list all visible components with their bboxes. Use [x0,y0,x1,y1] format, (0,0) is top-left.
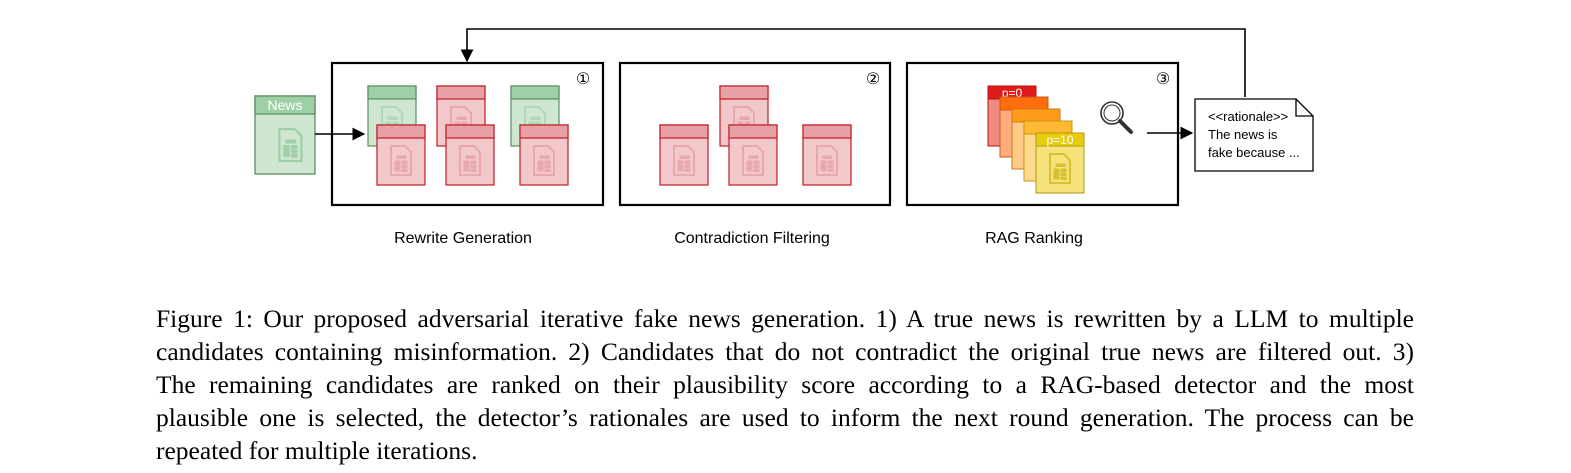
caption-line: plausible one is selected, the detector’… [156,403,1414,432]
candidate-card [659,124,709,186]
stage-number-1: ① [576,71,590,88]
rationale-line: fake because ... [1208,145,1300,160]
candidate-card [728,124,778,186]
candidate-card [445,124,495,186]
candidate-card [802,124,852,186]
caption-line: Figure 1: Our proposed adversarial itera… [156,304,1414,333]
stage-label-rewrite: Rewrite Generation [394,230,532,247]
rationale-line: <<rationale>> [1208,109,1288,124]
figure-caption: Figure 1: Our proposed adversarial itera… [156,302,1414,467]
stage-number-2: ② [866,71,880,88]
rationale-line: The news is [1208,127,1278,142]
stage-number-3: ③ [1156,71,1170,88]
pipeline-diagram: News ① ② ③ [254,28,1314,247]
caption-line: candidates containing misinformation. 2)… [156,337,1414,366]
ranked-stack: p=0 p=10 [987,85,1085,194]
caption-line: The remaining candidates are ranked on t… [156,370,1414,399]
caption-line: repeated for multiple iterations. [156,436,478,465]
stage-label-ranking: RAG Ranking [985,230,1083,247]
magnifier-icon [1100,101,1133,134]
feedback-loop-arrow [460,28,1246,97]
news-document: News [254,95,316,175]
ranked-card: p=10 [1035,132,1085,194]
candidate-card [519,124,569,186]
rationale-note: <<rationale>> The news is fake because .… [1194,98,1314,172]
stage-box-filtering [618,61,892,207]
stage-label-filtering: Contradiction Filtering [674,230,830,247]
candidate-card [376,124,426,186]
news-label: News [267,97,302,113]
rank-bottom-label: p=10 [1046,133,1073,147]
stage-box-rewrite [330,61,605,207]
stage-box-ranking [905,61,1180,207]
